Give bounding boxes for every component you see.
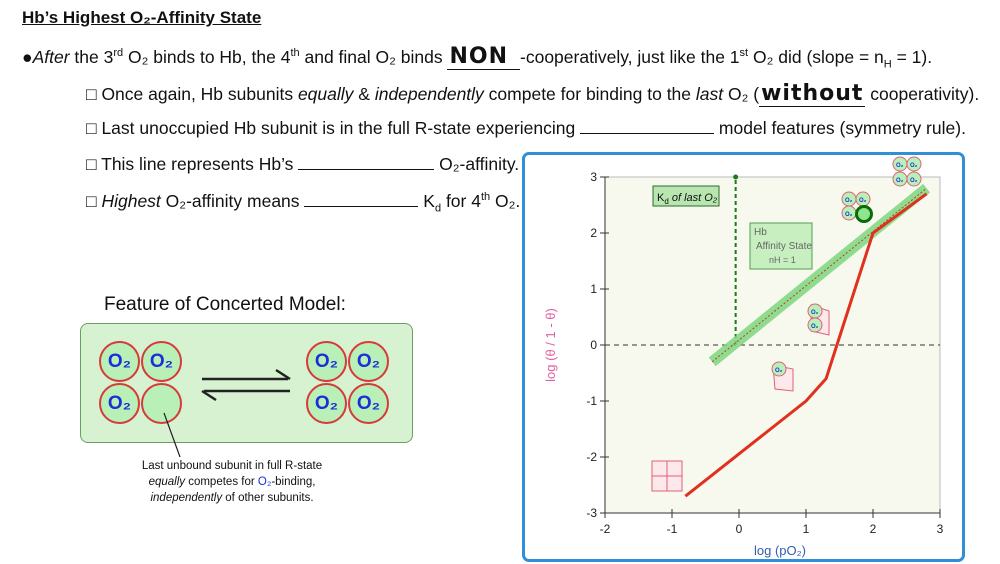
svg-text:O₂: O₂	[811, 324, 819, 330]
y-tick-label: -2	[586, 450, 597, 464]
handwritten-non: NON	[447, 44, 521, 70]
hb-state-icon-t	[651, 460, 683, 492]
subunit-bound: O₂	[99, 383, 140, 424]
sub-point-2: □ Last unoccupied Hb subunit is in the f…	[86, 117, 966, 138]
equilibrium-arrows-icon	[201, 368, 291, 402]
svg-text:O₂: O₂	[910, 163, 918, 169]
hb-state-icon-4: O₂ O₂ O₂ O₂	[892, 156, 922, 187]
subunit-bound: O₂	[306, 341, 347, 382]
subunit-bound: O₂	[99, 341, 140, 382]
svg-text:O₂: O₂	[811, 310, 819, 316]
hill-curve-line	[684, 192, 928, 498]
x-tick-label: -1	[667, 522, 678, 536]
affinity-line2: Affinity State	[756, 241, 812, 252]
blank-model	[580, 117, 715, 134]
sub-point-1: □ Once again, Hb subunits equally & inde…	[86, 81, 980, 107]
hb-state-icon-2: O₂ O₂	[807, 303, 830, 336]
concerted-caption: Last unbound subunit in full R-state equ…	[141, 460, 323, 504]
x-axis-label: log (pO₂)	[754, 543, 806, 558]
affinity-label-box	[749, 222, 813, 270]
x-axis: -2 -1 0 1 2 3	[600, 509, 944, 536]
svg-text:O₂: O₂	[896, 163, 904, 169]
subunit-bound: O₂	[348, 341, 389, 382]
y-tick-label: -1	[586, 394, 597, 408]
bullet-line-main: ●After the 3rd O₂ binds to Hb, the 4th a…	[22, 44, 933, 71]
y-tick-label: 2	[590, 226, 597, 240]
x-tick-label: 3	[937, 522, 944, 536]
svg-text:O₂: O₂	[859, 198, 867, 204]
hb-state-icon-3: O₂ O₂ O₂	[841, 191, 873, 223]
svg-text:O₂: O₂	[896, 178, 904, 184]
kd-label-box	[652, 185, 720, 207]
blank-affinity	[298, 153, 435, 170]
concerted-model-box: O₂ O₂ O₂ O₂ O₂ O₂ O₂	[80, 323, 413, 443]
hb-state-icon-1: O₂	[771, 361, 794, 392]
svg-text:O₂: O₂	[845, 212, 853, 218]
subunit-bound: O₂	[348, 383, 389, 424]
affinity-title: Hb	[754, 227, 767, 238]
subunit-bound: O₂	[141, 341, 182, 382]
y-tick-label: -3	[586, 506, 597, 520]
y-axis-label: log (θ / 1 - θ)	[543, 308, 558, 382]
affinity-center-line	[711, 187, 927, 363]
x-tick-label: 2	[870, 522, 877, 536]
blank-kd	[304, 190, 419, 207]
svg-text:O₂: O₂	[845, 198, 853, 204]
affinity-line3: nH = 1	[769, 255, 796, 265]
handwritten-without: without	[759, 81, 866, 107]
sub-point-4: □ Highest O₂-affinity means Kd for 4th O…	[86, 190, 521, 215]
y-tick-label: 1	[590, 282, 597, 296]
x-tick-label: 0	[736, 522, 743, 536]
subunit-bound: O₂	[306, 383, 347, 424]
feature-title: Feature of Concerted Model:	[104, 294, 346, 315]
kd-label-text: Kd of last O₂	[657, 192, 718, 206]
kd-marker	[733, 174, 739, 180]
page-title: Hb’s Highest O₂-Affinity State	[22, 8, 262, 27]
svg-text:O₂: O₂	[775, 368, 783, 374]
y-tick-label: 0	[590, 338, 597, 352]
x-tick-label: -2	[600, 522, 611, 536]
caption-pointer-line	[163, 412, 181, 458]
sub-point-3: □ This line represents Hb’s O₂-affinity.	[86, 153, 520, 174]
y-tick-label: 3	[590, 170, 597, 184]
subunit-unbound	[141, 383, 182, 424]
x-tick-label: 1	[803, 522, 810, 536]
svg-text:O₂: O₂	[910, 178, 918, 184]
